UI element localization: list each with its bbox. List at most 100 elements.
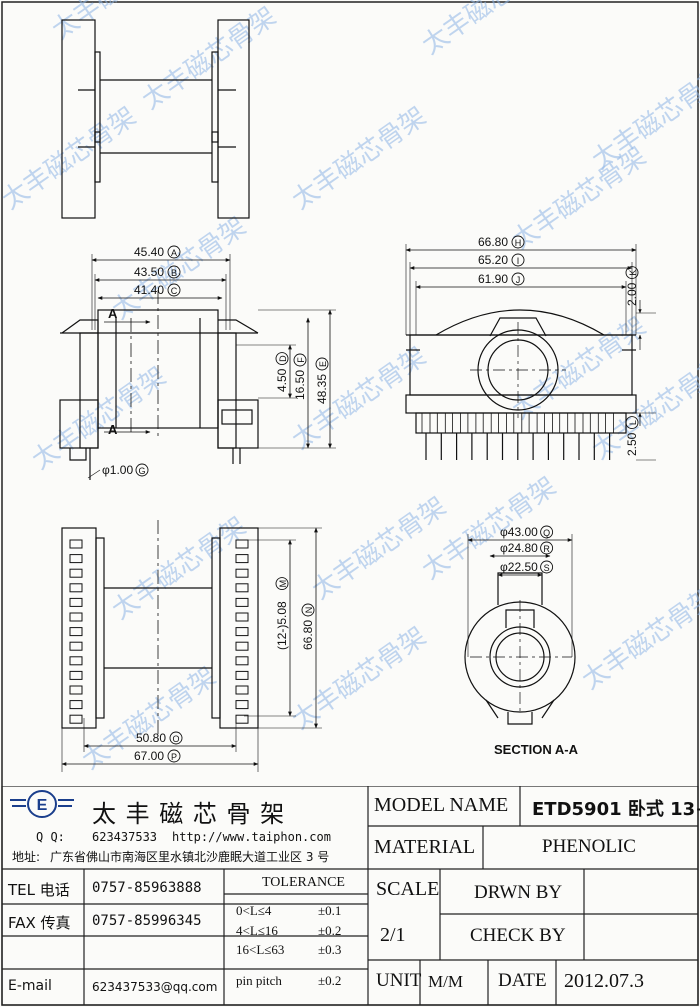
tolerance-range: 4<L≤16 — [236, 923, 278, 938]
title-block: E 太 丰 磁 芯 骨 架 Q Q: 623437533 http://www.… — [0, 786, 700, 1007]
dimension-label: 2.50L — [625, 416, 639, 456]
pin-pad — [235, 627, 249, 637]
dimension-ref-letter: R — [543, 544, 550, 554]
pin-pad — [69, 597, 83, 607]
dimension-value: (12-)5.08 — [275, 601, 289, 650]
email-address[interactable]: 623437533@qq.com — [92, 980, 218, 994]
pin-pad — [235, 641, 249, 651]
pin-boss — [605, 412, 614, 434]
dimension-ref-circle — [315, 357, 329, 371]
dimension-value: φ22.50 — [500, 560, 538, 574]
dimension-ref-letter: K — [628, 270, 638, 276]
dimension-ref-circle — [275, 577, 289, 591]
dimension-label: φ24.80 R — [500, 541, 554, 555]
pin-pad — [235, 612, 249, 622]
date-value: 2012.07.3 — [564, 970, 644, 992]
watermark-text: 太丰磁芯骨架 — [27, 362, 172, 476]
section-mark: A — [108, 422, 118, 437]
pin-boss — [421, 412, 431, 434]
section-mark: A — [108, 306, 118, 321]
website-link[interactable]: http://www.taiphon.com — [172, 830, 331, 844]
dimension-value: 16.50 — [293, 370, 307, 400]
dimension-ref-letter: E — [318, 361, 328, 367]
tel-label: TEL 电话 — [8, 881, 70, 899]
dimension-value: φ43.00 — [500, 525, 538, 539]
dimension-label: 66.80N — [301, 603, 315, 650]
dimension-ref-letter: G — [138, 466, 145, 476]
unit-label: UNIT — [376, 970, 422, 991]
watermark-text: 太丰磁芯骨架 — [107, 512, 252, 626]
pin-pad — [235, 539, 249, 549]
title-block-grid: E — [1, 786, 699, 1006]
watermark-text: 太丰磁芯骨架 — [417, 472, 562, 586]
pin-pad — [69, 685, 83, 695]
pin-pad — [69, 700, 83, 710]
dimension-ref-circle — [511, 253, 525, 267]
pin-pad — [69, 627, 83, 637]
dimension-value: 43.50 — [134, 265, 164, 279]
dimension-ref-circle — [135, 463, 149, 477]
dimension-value: 41.40 — [134, 283, 164, 297]
dimension-value: 48.35 — [315, 374, 329, 404]
dimension-ref-letter: B — [171, 268, 177, 278]
dimension-ref-circle — [169, 731, 183, 745]
dimension-ref-letter: P — [171, 752, 177, 762]
dimension-ref-circle — [540, 560, 554, 574]
tolerance-value: ±0.1 — [318, 903, 342, 918]
side-pins — [421, 412, 614, 460]
top-view — [61, 19, 250, 219]
pin-boss — [452, 412, 462, 434]
dimension-value: 65.20 — [478, 253, 508, 267]
dimension-value: 67.00 — [134, 749, 164, 763]
pin-boss — [544, 412, 553, 434]
dimension-ref-circle — [540, 525, 554, 539]
dimension-value: 2.00 — [625, 282, 639, 306]
svg-text:E: E — [37, 797, 48, 814]
dimension-label: 48.35 E — [315, 357, 329, 404]
bottom-pins-left — [69, 539, 83, 724]
watermark-text: 太丰磁芯骨架 — [417, 0, 562, 61]
dimension-label: φ1.00 G — [102, 463, 149, 477]
dimension-ref-circle — [167, 749, 181, 763]
pin-pad — [69, 568, 83, 578]
dimension-value: 61.90 — [478, 272, 508, 286]
dimension-label: (12-)5.08M — [275, 577, 289, 650]
tolerance-value: ±0.2 — [318, 973, 342, 988]
tolerance-range: 0<L≤4 — [236, 903, 272, 918]
pin-pad — [69, 670, 83, 680]
dimension-ref-letter: L — [628, 420, 638, 425]
dimension-ref-letter: F — [296, 357, 306, 363]
address: 广东省佛山市南海区里水镇北沙鹿眠大道工业区 3 号 — [50, 850, 330, 864]
pin-pad — [235, 597, 249, 607]
material-label: MATERIAL — [374, 836, 476, 858]
dimension-value: 45.40 — [134, 245, 164, 259]
dimension-label: 67.00 P — [134, 749, 181, 763]
watermark-text: 太丰磁芯骨架 — [47, 0, 192, 46]
pin-boss — [589, 412, 599, 434]
dimension-ref-letter: I — [517, 256, 520, 266]
dimension-ref-circle — [511, 235, 525, 249]
section-view — [464, 534, 576, 725]
dimension-ref-circle — [301, 603, 315, 617]
scale-value: 2/1 — [380, 924, 406, 946]
drawn-by-label: DRWN BY — [474, 882, 563, 903]
pin-pad — [69, 656, 83, 666]
dimension-label: 4.50D — [275, 352, 289, 392]
address-label: 地址: — [12, 850, 41, 864]
pin-pad — [235, 656, 249, 666]
dimension-label: 16.50 F — [293, 353, 307, 400]
dimension-value: φ1.00 — [102, 463, 133, 477]
pin-pad — [235, 554, 249, 564]
dimension-value: φ24.80 — [500, 541, 538, 555]
watermark-layer: 太丰磁芯骨架太丰磁芯骨架太丰磁芯骨架太丰磁芯骨架太丰磁芯骨架太丰磁芯骨架太丰磁芯… — [0, 0, 700, 776]
bottom-pins-right — [235, 539, 249, 724]
dimension-ref-letter: N — [304, 607, 314, 614]
model-value: ETD5901 卧式 13+13 — [532, 799, 700, 820]
pin-pad — [235, 568, 249, 578]
side-view — [405, 244, 656, 461]
